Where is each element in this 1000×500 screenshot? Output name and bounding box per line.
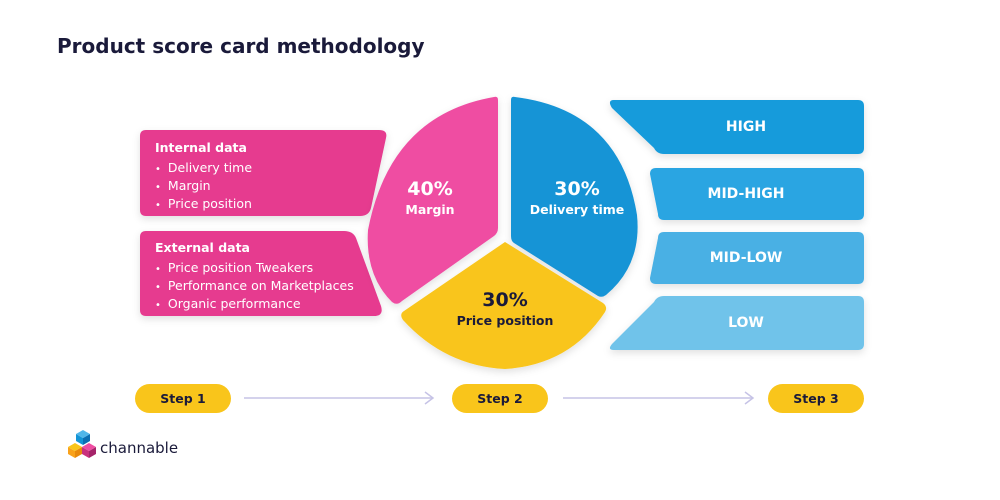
internal-data-list: Delivery time Margin Price position — [155, 160, 252, 214]
tier-label-low: LOW — [728, 315, 764, 331]
pie-label-delivery-time: 30% Delivery time — [522, 177, 632, 219]
tier-label-high: HIGH — [725, 119, 767, 135]
step-arrows — [244, 391, 755, 405]
arrowhead-step2 — [424, 391, 435, 405]
pie-slice-margin — [367, 96, 498, 304]
pie-slice-delivery-time — [511, 96, 638, 297]
tier-mid-low-panel — [650, 232, 864, 284]
external-data-heading: External data — [155, 240, 250, 255]
pie-slice-price-position — [401, 242, 607, 369]
step-1-pill: Step 1 — [135, 384, 231, 413]
pie-name-delivery-time: Delivery time — [529, 202, 625, 217]
list-item: Delivery time — [155, 160, 252, 178]
pie-percent-margin: 40% — [407, 178, 453, 200]
pie-name-price-position: Price position — [456, 313, 554, 328]
page-title: Product score card methodology — [57, 34, 425, 58]
tier-high-panel — [609, 100, 864, 154]
external-data-text: External data Price position Tweakers Pe… — [155, 240, 354, 314]
step-2-pill: Step 2 — [452, 384, 548, 413]
internal-data-heading: Internal data — [155, 140, 247, 155]
list-item: Performance on Marketplaces — [155, 278, 354, 296]
internal-data-text: Internal data Delivery time Margin Price… — [155, 140, 252, 214]
pie-label-price-position: 30% Price position — [445, 288, 565, 330]
tier-label-mid-low: MID-LOW — [709, 250, 783, 266]
list-item: Organic performance — [155, 296, 354, 314]
pie-name-margin: Margin — [405, 202, 455, 217]
tier-low-panel — [609, 296, 864, 350]
pie-label-margin: 40% Margin — [380, 177, 480, 219]
arrowhead-step3 — [744, 391, 755, 405]
tier-mid-high-panel — [650, 168, 864, 220]
brand-name: channable — [100, 439, 179, 457]
pie-percent-delivery-time: 30% — [554, 178, 600, 200]
external-data-list: Price position Tweakers Performance on M… — [155, 260, 354, 314]
step-3-pill: Step 3 — [768, 384, 864, 413]
list-item: Price position Tweakers — [155, 260, 354, 278]
list-item: Price position — [155, 196, 252, 214]
list-item: Margin — [155, 178, 252, 196]
pie-percent-price-position: 30% — [482, 289, 528, 311]
tier-label-mid-high: MID-HIGH — [707, 186, 785, 202]
channable-cubes-logo — [68, 430, 96, 458]
